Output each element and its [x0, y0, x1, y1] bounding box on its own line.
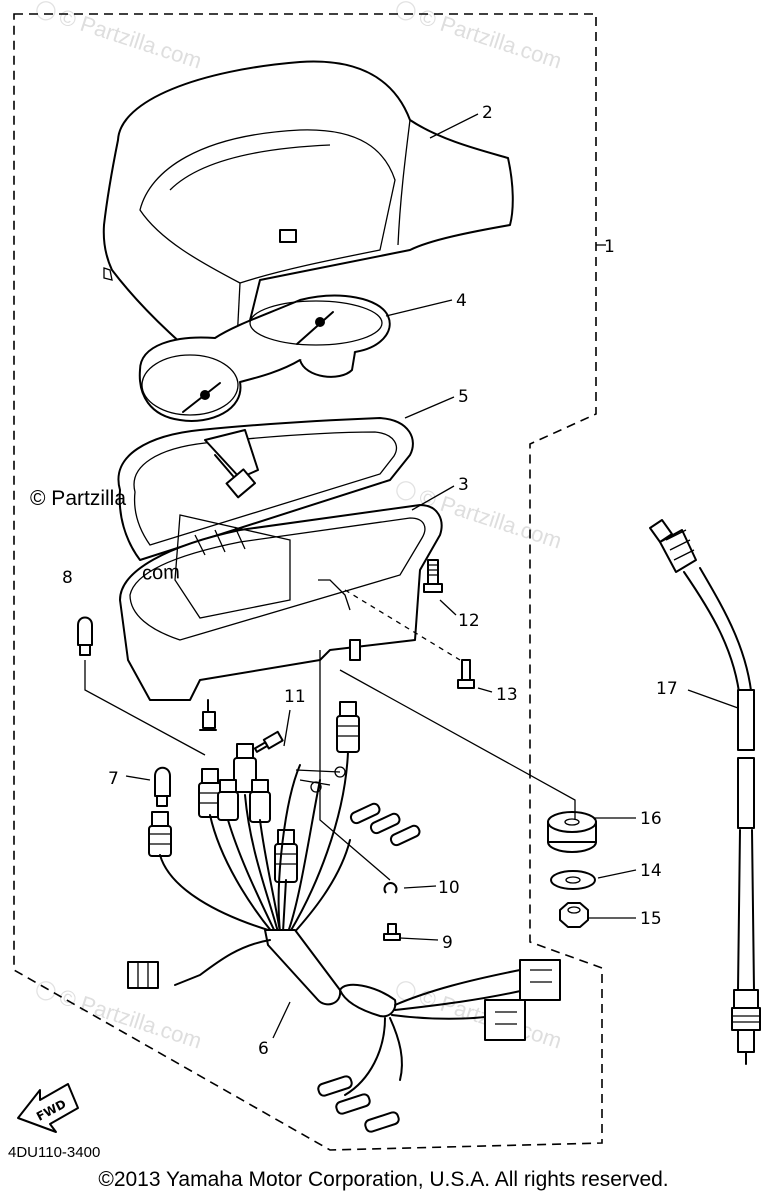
callout-2: 2: [482, 103, 493, 123]
leader-lines: [84, 113, 739, 1039]
assembly-boundary: [13, 13, 603, 1151]
copyright-overlay: © Partzilla: [30, 487, 126, 510]
bulb-8-part: [77, 616, 93, 656]
callout-1: 1: [604, 237, 615, 257]
callout-5: 5: [458, 387, 469, 407]
small-parts: [253, 730, 401, 941]
nut-15-part: [559, 902, 589, 928]
callout-10: 10: [438, 878, 460, 898]
callout-9: 9: [442, 933, 453, 953]
wire-harness-part: [127, 751, 561, 1133]
screw-12-part: [423, 559, 443, 593]
washer-14-part: [550, 870, 596, 890]
callout-6: 6: [258, 1039, 269, 1059]
grommet-16-part: [547, 811, 597, 853]
callout-14: 14: [640, 861, 662, 881]
callout-3: 3: [458, 475, 469, 495]
speedometer-cable-part: [649, 519, 761, 1065]
callout-13: 13: [496, 685, 518, 705]
callout-4: 4: [456, 291, 467, 311]
watermark-text: © Partzilla.com: [56, 984, 205, 1054]
callout-11: 11: [284, 687, 306, 707]
callout-16: 16: [640, 809, 662, 829]
callout-7: 7: [108, 769, 119, 789]
callout-8: 8: [62, 568, 73, 588]
bulb-7-part: [154, 766, 171, 807]
screw-13-part: [457, 659, 475, 689]
callout-17: 17: [656, 679, 678, 699]
meter-case-part: [119, 504, 443, 731]
copyright-overlay-suffix: com: [141, 561, 181, 585]
gasket-part: [117, 417, 414, 561]
callout-12: 12: [458, 611, 480, 631]
forward-arrow-icon: FWD: [17, 1083, 79, 1133]
callout-15: 15: [640, 909, 662, 929]
copyright-footer: ©2013 Yamaha Motor Corporation, U.S.A. A…: [98, 1168, 669, 1191]
gauge-faces-part: [138, 294, 391, 422]
diagram-code: 4DU110-3400: [8, 1144, 101, 1161]
callout-labels: 1 2 3 4 5 6 7 8 9 10 11 12 13 14 15 16 1…: [62, 103, 678, 1059]
bulb-sockets: [148, 701, 360, 883]
